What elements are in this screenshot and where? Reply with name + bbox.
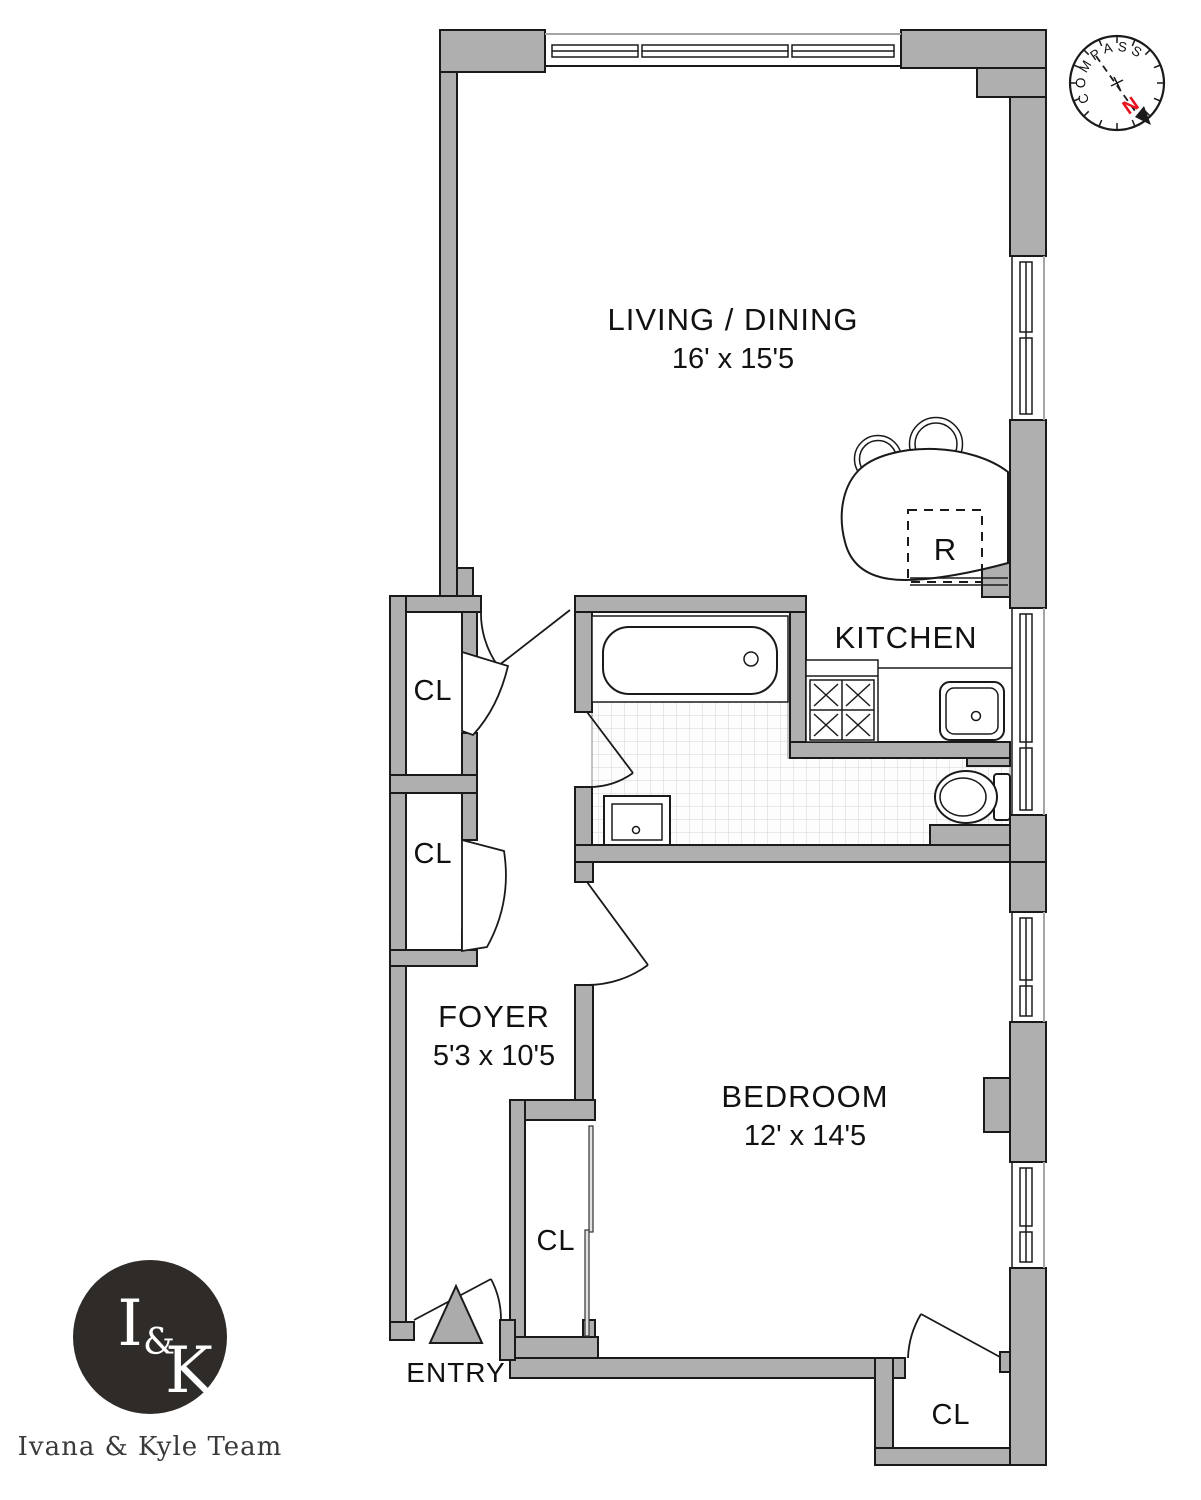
room-labels: LIVING / DINING 16' x 15'5 KITCHEN FOYER…	[406, 302, 977, 1431]
kitchen	[805, 659, 1012, 743]
team-name: Ivana & Kyle Team	[18, 1432, 283, 1462]
closet-upper-label: CL	[413, 675, 452, 707]
kitchen-label: KITCHEN	[834, 620, 977, 655]
closet-corner-label: CL	[931, 1399, 970, 1431]
bathroom-door	[586, 711, 634, 788]
bathroom	[591, 615, 1011, 846]
window-bedroom-lower	[1011, 1162, 1045, 1268]
compass: COMPASS N	[1068, 34, 1166, 132]
closet-lower-label: CL	[413, 838, 452, 870]
compass-arrow-icon	[1135, 106, 1151, 125]
window-bedroom-upper	[1011, 912, 1045, 1022]
island: R	[840, 416, 1009, 586]
island-counter	[840, 447, 1009, 582]
refrigerator-label: R	[934, 532, 956, 567]
compass-ticks	[1070, 36, 1164, 130]
bedroom-dims: 12' x 14'5	[744, 1120, 866, 1152]
counter-lines	[910, 577, 1008, 586]
bedroom-label: BEDROOM	[721, 1079, 888, 1114]
sliding-door-panel	[584, 1229, 590, 1337]
window-living-right	[1011, 256, 1045, 420]
bathtub-icon	[602, 626, 778, 695]
vanity-basin	[611, 803, 663, 841]
living-dining-dims: 16' x 15'5	[672, 343, 794, 375]
living-foyer-door	[480, 609, 571, 667]
stove-icon	[805, 659, 879, 743]
toilet-icon	[934, 770, 1011, 824]
logo-letter-i: I	[117, 1287, 142, 1361]
entry-label: ENTRY	[406, 1357, 505, 1388]
compass-cross	[1110, 76, 1124, 90]
closet-lower-door	[461, 838, 507, 953]
foyer-dims: 5'3 x 10'5	[433, 1040, 555, 1072]
living-dining-label: LIVING / DINING	[608, 302, 859, 337]
entry-arrow-icon	[428, 1283, 484, 1344]
refrigerator-outline	[907, 509, 983, 583]
vanity-faucet-icon	[631, 825, 641, 835]
logo-letter-k: K	[165, 1334, 214, 1408]
window-top	[545, 33, 901, 67]
walls	[389, 29, 1047, 1466]
tub-drain-icon	[743, 651, 759, 667]
foyer-label: FOYER	[438, 999, 550, 1034]
doors	[413, 609, 1001, 1359]
logo-circle	[73, 1260, 227, 1414]
brand-logo: I & K Ivana & Kyle Team	[18, 1260, 283, 1462]
kitchen-sink-icon	[939, 681, 1005, 741]
logo-letter-amp: &	[143, 1322, 175, 1363]
bedroom-door	[586, 881, 649, 986]
closet-bedroom-label: CL	[536, 1225, 575, 1257]
window-kitchen-right	[1011, 608, 1045, 815]
windows	[545, 33, 1045, 1268]
closet-upper-door	[461, 650, 510, 737]
sliding-door-panel	[588, 1125, 594, 1233]
bedroom-closet-door	[907, 1313, 1001, 1359]
